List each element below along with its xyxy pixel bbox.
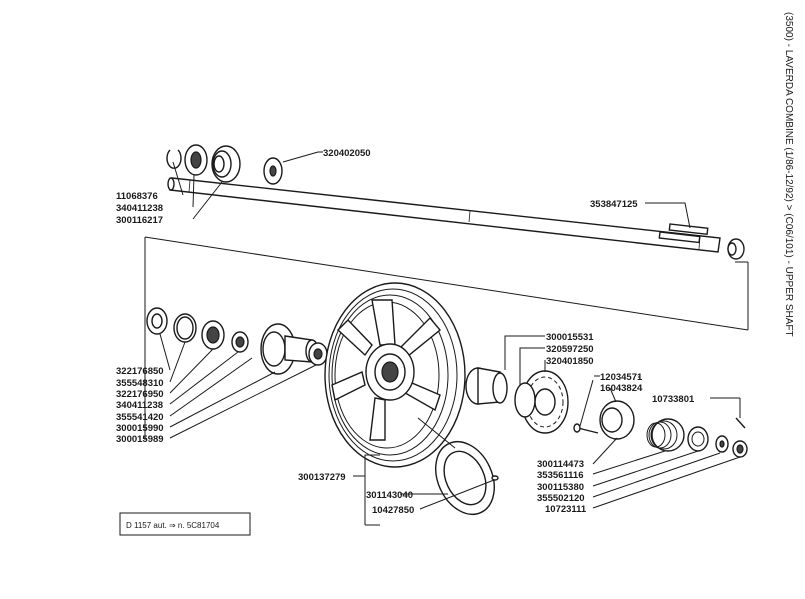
pin-10427850 (491, 475, 499, 481)
part-label: 353561116 (537, 470, 584, 481)
circlip-11068376 (166, 149, 182, 169)
part-label: 12034571 (600, 372, 643, 383)
upper-shaft (167, 177, 721, 253)
bushing-300116217 (211, 145, 241, 183)
plate-320401850 (514, 382, 536, 418)
part-label: 301143040 (366, 490, 413, 501)
serial-note-box: D 1157 aut. ⇒ n. 5C81704 (119, 512, 251, 536)
bolt-12034571 (573, 423, 599, 434)
part-label: 320402050 (323, 148, 371, 159)
part-label: 300015531 (546, 332, 594, 343)
ring-355548310 (173, 313, 197, 343)
part-label: 355502120 (537, 493, 585, 504)
shaft-end-bushing (727, 238, 745, 260)
part-label: 355548310 (116, 378, 164, 389)
key-353847125 (668, 223, 709, 236)
washer-355502120 (715, 435, 729, 453)
part-label: 300137279 (298, 472, 346, 483)
spring-353561116 (646, 418, 685, 452)
pulley-300137279 (324, 282, 466, 468)
part-label: 320597250 (546, 344, 594, 355)
diagram-title: (3500) - LAVERDA COMBINE (1/86-12/92) > … (783, 12, 794, 337)
sprocket-320597250 (521, 370, 569, 434)
leader-lines (159, 151, 741, 526)
bearing-340411238-top (184, 144, 208, 176)
cup-300114473 (599, 400, 635, 440)
seal-322176950 (201, 320, 225, 350)
part-labels: 11068376 340411238 300116217 320402050 3… (116, 148, 695, 516)
part-label: 322176950 (116, 389, 164, 400)
part-label: 340411238 (116, 400, 163, 411)
part-label: 355541420 (116, 412, 164, 423)
part-label: 300114473 (537, 459, 584, 470)
part-label: 340411238 (116, 203, 163, 214)
seal-322176850 (146, 307, 168, 335)
part-label: 300116217 (116, 215, 163, 226)
part-label: 10427850 (372, 505, 414, 516)
part-label: 300015990 (116, 423, 164, 434)
part-label: 353847125 (590, 199, 638, 210)
part-label: 11068376 (116, 191, 158, 202)
part-label: 322176850 (116, 366, 164, 377)
washer-320402050 (263, 157, 283, 185)
serial-note: D 1157 aut. ⇒ n. 5C81704 (126, 521, 220, 530)
hub-300015990 (260, 323, 319, 375)
spacer-300015989 (308, 342, 328, 366)
hub-300015531 (465, 367, 508, 405)
part-label: 16043824 (600, 383, 643, 394)
part-label: 300115380 (537, 482, 584, 493)
part-label: 300015989 (116, 434, 164, 445)
assembly-frame (144, 236, 749, 440)
bearing-340411238-left (231, 331, 249, 353)
part-label: 10733801 (652, 394, 695, 405)
part-label: 10723111 (545, 504, 587, 515)
part-label: 320401850 (546, 356, 594, 367)
washer-300115380 (687, 426, 709, 452)
cotter-pin-10733801 (735, 417, 746, 429)
nut-10723111 (732, 440, 748, 458)
